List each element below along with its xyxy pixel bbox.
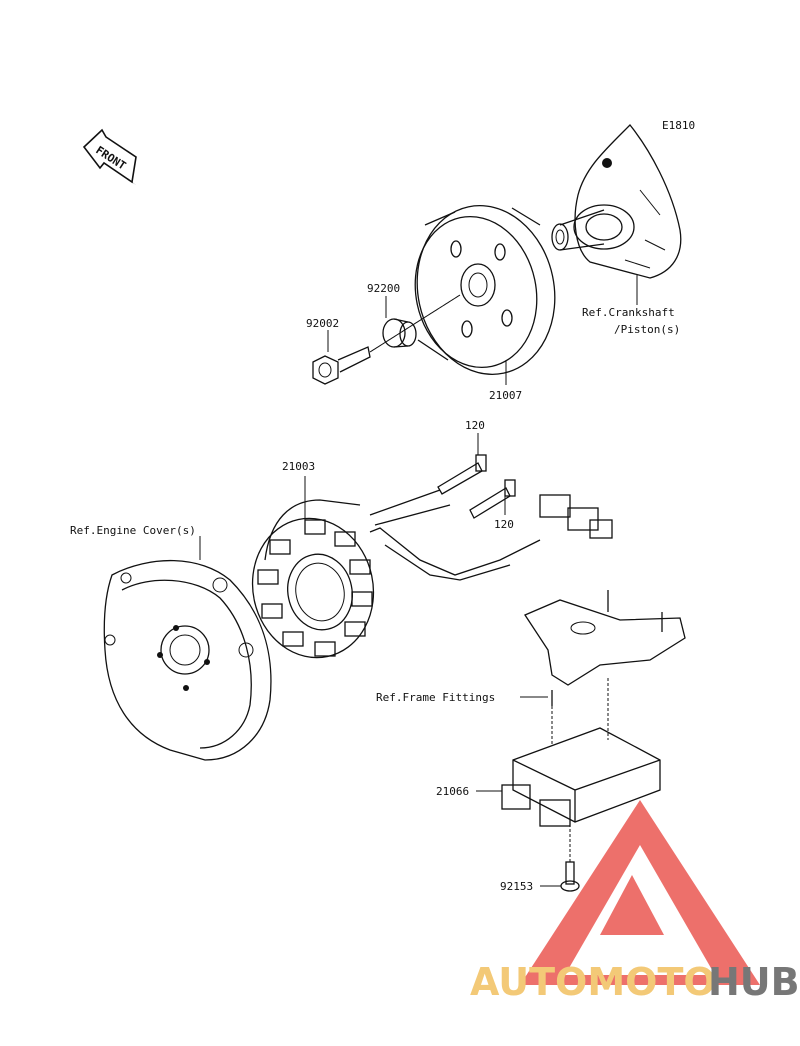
diagram-code: E1810: [662, 119, 695, 132]
bolt-92002-drawing: [312, 346, 371, 385]
part-120-upper-label: 120: [465, 419, 485, 432]
watermark-text-part1: AUTOMOTO: [470, 960, 716, 1004]
connector-drawing: [539, 494, 613, 539]
bolt-92153-drawing: [560, 861, 580, 892]
bolt-120-lower-drawing: [469, 479, 516, 519]
part-21066-label: 21066: [436, 785, 469, 798]
regulator-drawing: [501, 727, 661, 827]
crankshaft-ref-drawing: [551, 124, 682, 279]
assembly-line-bolt: [369, 294, 461, 353]
automotohub-watermark-logo: AUTOMOTO HUB: [470, 800, 800, 1004]
washer-drawing: [382, 318, 417, 348]
part-92200-label: 92200: [367, 282, 400, 295]
part-92002-label: 92002: [306, 317, 339, 330]
stator-drawing: [251, 489, 541, 659]
part-120-lower-label: 120: [494, 518, 514, 531]
front-arrow-icon: FRONT: [82, 128, 137, 185]
bolt-120-upper-drawing: [437, 454, 487, 495]
ref-engine-cover-label: Ref.Engine Cover(s): [70, 524, 196, 537]
part-21007-label: 21007: [489, 389, 522, 402]
ref-frame-fittings-label: Ref.Frame Fittings: [376, 691, 495, 704]
rotor-flywheel-drawing: [414, 205, 556, 375]
watermark-text-part2: HUB: [708, 960, 800, 1004]
ref-piston-label: /Piston(s): [614, 323, 680, 336]
engine-cover-ref-drawing: [103, 559, 272, 761]
part-92153-label: 92153: [500, 880, 533, 893]
frame-fittings-ref-drawing: [524, 590, 686, 706]
part-21003-label: 21003: [282, 460, 315, 473]
ref-crankshaft-label: Ref.Crankshaft: [582, 306, 675, 319]
